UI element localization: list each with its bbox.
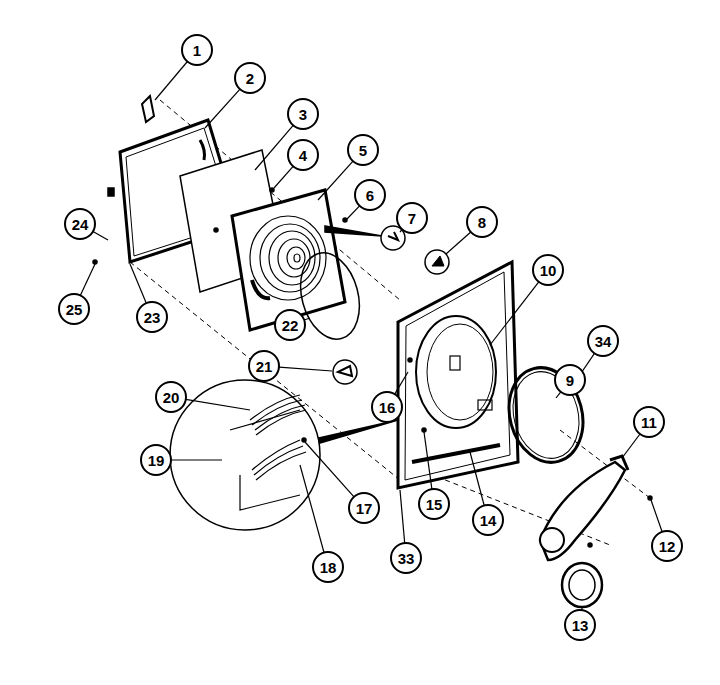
- callout-number: 4: [299, 148, 307, 163]
- callout-number: 22: [282, 318, 299, 333]
- callout-number: 34: [595, 334, 612, 349]
- leader-line: [556, 392, 561, 398]
- callout-circle: [634, 407, 664, 437]
- callout-number: 18: [320, 560, 337, 575]
- callout-circle: [555, 365, 585, 395]
- callout-circle: [467, 207, 497, 237]
- callout-circle: [372, 392, 402, 422]
- callout-number: 17: [356, 501, 373, 516]
- leader-line: [400, 490, 405, 543]
- callout-circle: [249, 351, 279, 381]
- callout-circle: [141, 445, 171, 475]
- callout-number: 7: [408, 211, 416, 226]
- callout-number: 14: [480, 513, 497, 528]
- callout-circle: [288, 140, 318, 170]
- callout-number: 15: [426, 497, 443, 512]
- callout-number: 1: [193, 43, 201, 58]
- callout-circle: [391, 543, 421, 573]
- leader-line: [651, 500, 662, 532]
- callout-number: 24: [72, 217, 89, 232]
- callout-number: 33: [398, 551, 415, 566]
- callout-circle: [348, 135, 378, 165]
- leader-line: [274, 166, 293, 188]
- callout-circle: [349, 493, 379, 523]
- callout-number: 13: [572, 618, 589, 633]
- callout-number: 21: [256, 359, 273, 374]
- leader-line: [305, 442, 354, 497]
- callout-circle: [65, 209, 95, 239]
- callout-number: 3: [299, 107, 307, 122]
- leader-line: [80, 264, 95, 295]
- leader-line: [93, 231, 108, 240]
- callout-number: 16: [379, 400, 396, 415]
- leader-line: [347, 206, 360, 219]
- callout-circle: [182, 35, 212, 65]
- callout-number: 2: [246, 71, 254, 86]
- callout-circle: [565, 610, 595, 640]
- callout-circle: [588, 326, 618, 356]
- leader-line: [155, 62, 187, 101]
- callout-circle: [156, 382, 186, 412]
- callout-circle: [59, 294, 89, 324]
- callout-circle: [419, 489, 449, 519]
- callout-number: 19: [148, 453, 165, 468]
- leader-line: [424, 432, 432, 489]
- leader-line: [186, 399, 250, 410]
- callout-number: 5: [359, 143, 367, 158]
- callout-circle: [473, 505, 503, 535]
- callout-circle: [288, 99, 318, 129]
- callout-circle: [235, 63, 265, 93]
- callout-number: 23: [144, 310, 161, 325]
- leader-line: [395, 372, 408, 394]
- callout-number: 20: [163, 390, 180, 405]
- callout-circle: [397, 203, 427, 233]
- callout-circle: [355, 180, 385, 210]
- leader-line: [490, 282, 539, 345]
- leader-line: [205, 89, 240, 128]
- callout-number: 25: [66, 302, 83, 317]
- callout-number: 9: [566, 373, 574, 388]
- leader-line: [446, 232, 471, 254]
- callout-circle: [652, 531, 682, 561]
- callout-circle: [275, 310, 305, 340]
- callout-number: 8: [478, 215, 486, 230]
- leader-line: [130, 264, 146, 303]
- leader-line: [622, 434, 640, 458]
- leader-line: [318, 161, 353, 200]
- leader-line: [171, 459, 222, 460]
- callout-number: 12: [659, 539, 676, 554]
- callout-number: 11: [641, 415, 657, 430]
- leader-line: [470, 452, 484, 506]
- callout-circle: [137, 302, 167, 332]
- leader-line: [279, 367, 332, 371]
- leader-line: [255, 125, 293, 170]
- callout-number: 10: [540, 263, 557, 278]
- leader-line: [300, 465, 324, 553]
- callout-circle: [533, 255, 563, 285]
- callout-number: 6: [366, 188, 374, 203]
- callout-circle: [313, 552, 343, 582]
